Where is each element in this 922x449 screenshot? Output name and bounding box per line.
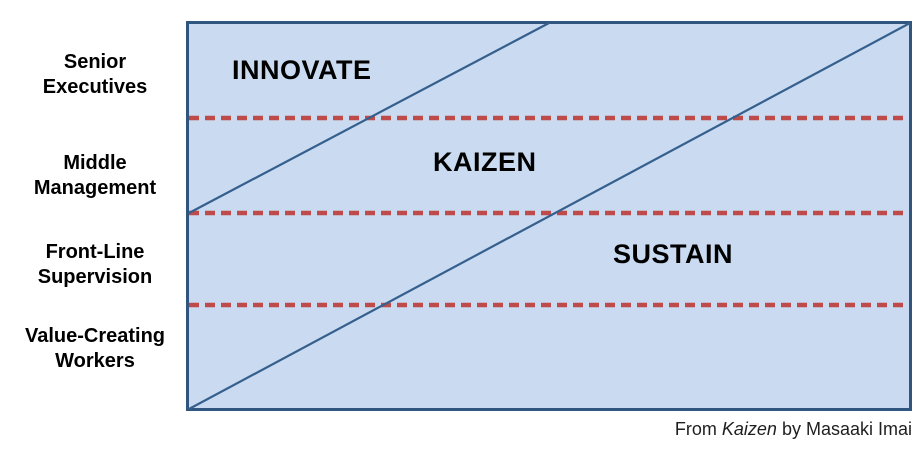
caption-suffix: by Masaaki Imai <box>776 419 912 439</box>
axis-label-line: Senior <box>63 51 127 73</box>
axis-label-value-creating-workers: Value-Creating Workers <box>0 324 190 374</box>
axis-label-front-line-supervision: Front-Line Supervision <box>0 240 190 290</box>
axis-label-line: Executives <box>42 76 148 98</box>
caption-book-title: Kaizen <box>721 419 777 439</box>
zone-label-sustain: SUSTAIN <box>613 239 734 269</box>
axis-label-line: Front-Line <box>45 241 145 263</box>
axis-label-middle-management: Middle Management <box>0 151 190 201</box>
axis-label-line: Value-Creating <box>24 325 166 347</box>
matrix-lines <box>188 22 911 410</box>
diagonal-line-upper <box>188 22 550 214</box>
zone-label-kaizen: KAIZEN <box>433 147 537 177</box>
axis-label-senior-executives: Senior Executives <box>0 50 190 100</box>
source-caption: From Kaizen by Masaaki Imai <box>675 419 912 440</box>
caption-prefix: From <box>674 419 722 439</box>
diagonal-line-lower <box>188 22 911 410</box>
axis-label-line: Supervision <box>37 266 153 288</box>
axis-label-line: Middle <box>63 152 127 174</box>
axis-label-line: Management <box>33 177 157 199</box>
axis-label-line: Workers <box>55 350 135 372</box>
zone-label-innovate: INNOVATE <box>232 55 372 85</box>
